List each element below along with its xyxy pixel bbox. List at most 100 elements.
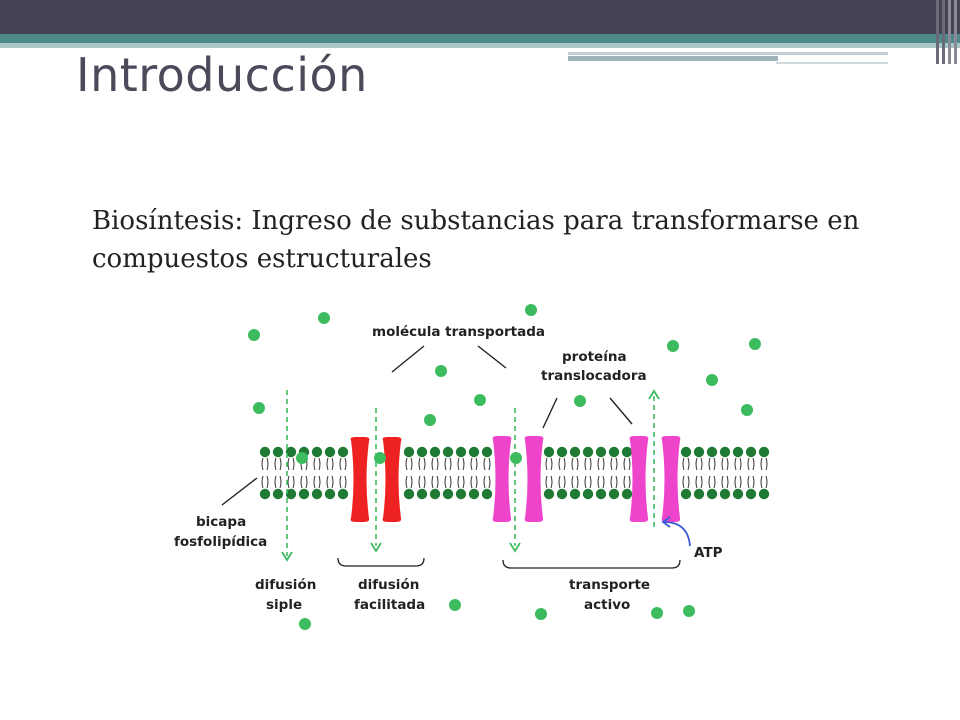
lipid-head [337, 446, 349, 458]
lipid-tail [597, 475, 605, 489]
label-molecule: molécula transportada [372, 324, 545, 340]
lipid-tail [418, 475, 426, 489]
lipid-head [285, 488, 297, 500]
lipid-head [745, 488, 757, 500]
label-facilitated-line1: difusión [358, 577, 419, 593]
top-decorative-bar [0, 0, 960, 64]
carrier-protein-1 [492, 436, 544, 522]
lipid-head [680, 488, 692, 500]
label-atp: ATP [694, 545, 723, 561]
lipid-tail [682, 457, 690, 471]
lipid-head [442, 446, 454, 458]
lipid-tail [760, 475, 768, 489]
free-molecules [248, 304, 761, 630]
lipid-tail [483, 475, 491, 489]
lipid-tail [695, 457, 703, 471]
lipid-tail [261, 475, 269, 489]
atp-arrow [663, 521, 691, 547]
lipid-head [732, 446, 744, 458]
molecule-dot [706, 374, 718, 386]
label-active-line2: activo [584, 597, 630, 613]
lipid-head [758, 488, 770, 500]
molecule-leader-left [391, 345, 425, 373]
label-active-line1: transporte [569, 577, 650, 593]
lipid-head [595, 488, 607, 500]
lipid-head [621, 488, 633, 500]
lipid-tail [261, 457, 269, 471]
label-simple-line2: siple [266, 597, 302, 613]
lipid-head [468, 488, 480, 500]
lipid-head [719, 446, 731, 458]
lipid-head [272, 488, 284, 500]
lipid-tail [287, 475, 295, 489]
lipid-tail [326, 457, 334, 471]
lipid-tail [431, 475, 439, 489]
simple-diffusion-arrowhead [281, 551, 293, 562]
lipid-tail [760, 457, 768, 471]
lipid-head [693, 446, 705, 458]
lipid-head [595, 446, 607, 458]
molecule-leader-right [477, 345, 507, 369]
lipid-head [468, 446, 480, 458]
lipid-head [569, 488, 581, 500]
molecule-dot [749, 338, 761, 350]
lipid-head [403, 488, 415, 500]
lipid-head [706, 446, 718, 458]
lipid-tail [313, 457, 321, 471]
lipid-tail [418, 457, 426, 471]
lipid-head [556, 446, 568, 458]
bilayer-leader [221, 477, 258, 506]
lipid-head [429, 488, 441, 500]
lipid-head [543, 488, 555, 500]
molecule-dot [299, 618, 311, 630]
lipid-tail [274, 457, 282, 471]
label-protein-line1: proteína [562, 349, 627, 365]
lipid-head [556, 488, 568, 500]
label-simple-line1: difusión [255, 577, 316, 593]
carrier-protein-2 [629, 436, 681, 522]
molecule-dot [424, 414, 436, 426]
molecule-dot [574, 395, 586, 407]
lipid-head [481, 488, 493, 500]
lipid-tail [708, 457, 716, 471]
lipid-tail [584, 457, 592, 471]
lipid-tail [571, 457, 579, 471]
lipid-tail [623, 457, 631, 471]
molecule-dot [510, 452, 522, 464]
membrane-transport-diagram: molécula transportada proteína transloca… [174, 304, 770, 630]
lipid-tail [610, 475, 618, 489]
lipid-head [543, 446, 555, 458]
molecule-dot [296, 452, 308, 464]
carrier-diffusion-arrowhead [509, 542, 521, 553]
lipid-tail [326, 475, 334, 489]
molecule-dot [248, 329, 260, 341]
lipid-tail [339, 457, 347, 471]
lipid-head [758, 446, 770, 458]
lipid-tail [695, 475, 703, 489]
molecule-dot [318, 312, 330, 324]
molecule-dot [651, 607, 663, 619]
lipid-tail [470, 457, 478, 471]
lipid-tail [734, 457, 742, 471]
lipid-head [285, 446, 297, 458]
lipid-head [416, 488, 428, 500]
lipid-head [621, 446, 633, 458]
lipid-head [608, 446, 620, 458]
atp-arrowhead [661, 516, 671, 528]
label-protein-line2: translocadora [541, 368, 647, 384]
phospholipid-bilayer [259, 446, 770, 500]
lipid-head [719, 488, 731, 500]
lipid-head [403, 446, 415, 458]
lipid-tail [287, 457, 295, 471]
lipid-head [337, 488, 349, 500]
lipid-head [569, 446, 581, 458]
lipid-head [706, 488, 718, 500]
lipid-head [429, 446, 441, 458]
lipid-tail [405, 457, 413, 471]
lipid-head [693, 488, 705, 500]
molecule-dot [741, 404, 753, 416]
lipid-tail [682, 475, 690, 489]
facilitated-diffusion-arrowhead [370, 542, 382, 553]
lipid-tail [470, 475, 478, 489]
facilitated-bracket [337, 557, 425, 567]
